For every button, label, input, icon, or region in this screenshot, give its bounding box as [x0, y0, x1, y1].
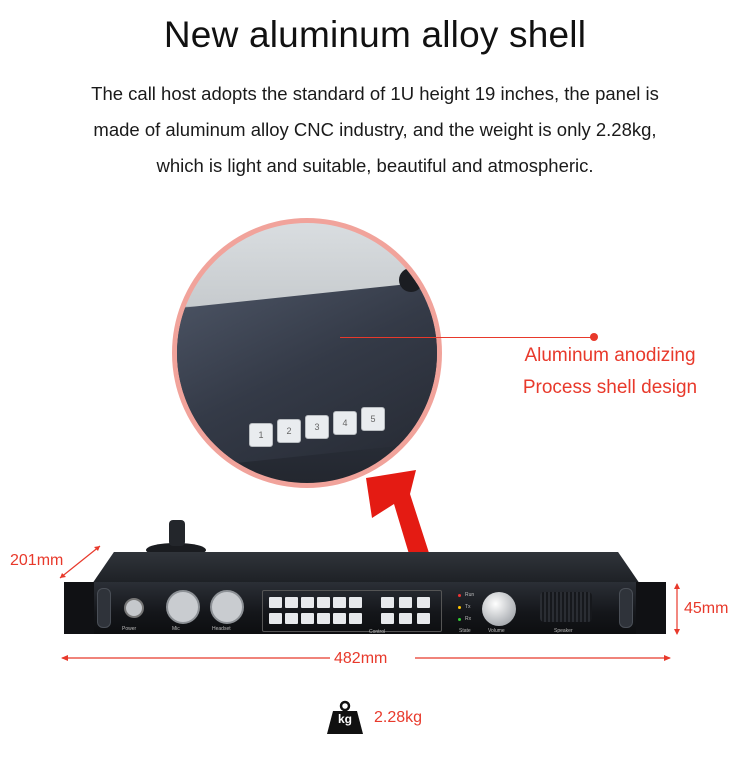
description-line-2: made of aluminum alloy CNC industry, and…: [93, 119, 657, 140]
rack-ear-right: [636, 582, 666, 634]
zoom-key: 5: [361, 407, 385, 431]
description-line-3: which is light and suitable, beautiful a…: [156, 155, 594, 176]
shell-surface: [177, 276, 437, 470]
led-tx: [458, 606, 461, 609]
width-label: 482mm: [334, 650, 388, 667]
state-label: State: [459, 628, 471, 634]
depth-label: 201mm: [10, 552, 64, 569]
weight-value: 2.28kg: [374, 709, 423, 726]
height-arrow: [674, 583, 680, 635]
zoom-key: 1: [249, 423, 273, 447]
description: The call host adopts the standard of 1U …: [60, 76, 690, 184]
page-title: New aluminum alloy shell: [163, 14, 587, 55]
height-label: 45mm: [684, 600, 729, 617]
mic-label: Mic: [172, 626, 180, 632]
xlr-connector-icon: [210, 590, 244, 624]
handle-left: [97, 588, 111, 628]
control-label: Control: [369, 629, 386, 635]
callout-pointer-dot: [590, 333, 598, 341]
speaker-label: Speaker: [554, 628, 573, 634]
xlr-connector-icon: [166, 590, 200, 624]
led-run: [458, 594, 461, 597]
kg-weight-icon: [327, 700, 363, 734]
zoom-key: 3: [305, 415, 329, 439]
led-label: Tx: [465, 604, 471, 610]
knob-icon: [399, 268, 423, 292]
callout-line-1: Aluminum anodizing: [524, 345, 696, 366]
led-label: Run: [465, 592, 475, 598]
zoom-detail-circle: 1 2 3 4 5: [172, 218, 442, 488]
depth-arrow: [59, 545, 101, 579]
volume-label: Volume: [488, 628, 505, 634]
device-top-cover: [92, 552, 640, 584]
description-line-1: The call host adopts the standard of 1U …: [91, 83, 659, 104]
callout-line-2: Process shell design: [522, 377, 698, 398]
width-arrow: [61, 655, 671, 661]
zoom-key: 4: [333, 411, 357, 435]
headset-label: Headset: [212, 626, 231, 632]
speaker-grille: [540, 592, 592, 622]
power-label: Power: [122, 626, 137, 632]
led-rx: [458, 618, 461, 621]
kg-weight-icon-label: kg: [337, 712, 352, 726]
led-label: Rx: [465, 616, 472, 622]
callout-text: Aluminum anodizing Process shell design: [490, 340, 730, 404]
call-host-device: Power Mic Headset Control Run Tx Rx Stat…: [64, 582, 666, 635]
zoom-key: 2: [277, 419, 301, 443]
callout-pointer-line: [340, 337, 595, 338]
control-button-panel: [262, 590, 442, 632]
volume-knob: [482, 592, 516, 626]
handle-right: [619, 588, 633, 628]
power-button: [124, 598, 144, 618]
rack-ear-left: [64, 582, 94, 634]
red-arrow-icon: [366, 470, 430, 564]
